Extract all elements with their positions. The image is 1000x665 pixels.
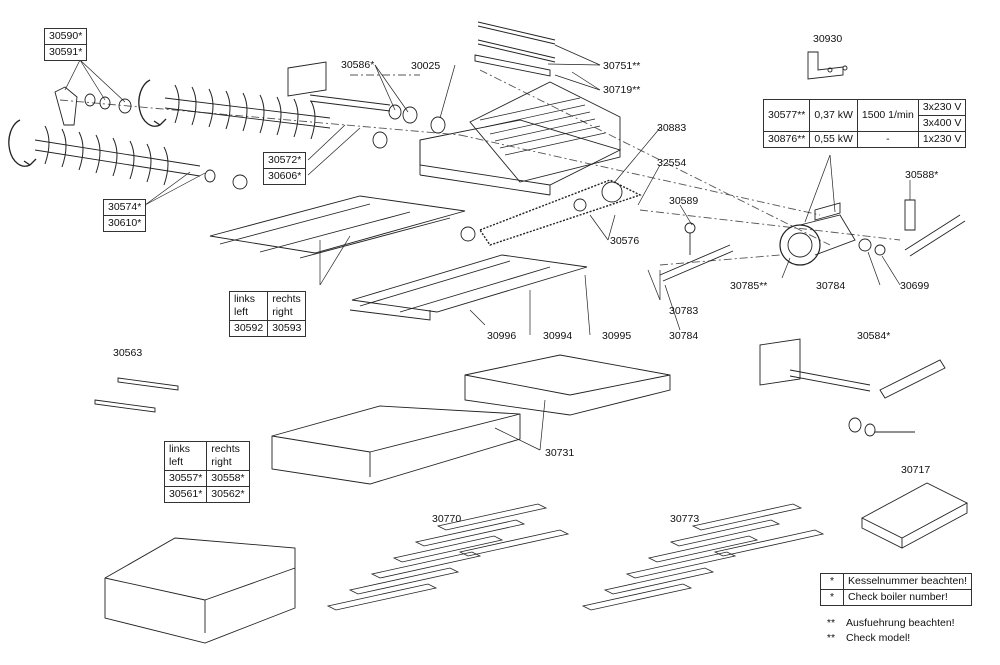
part-30557: 30557* bbox=[163, 470, 208, 487]
rods-30563 bbox=[94, 377, 179, 413]
part-label-30586: 30586* bbox=[341, 59, 375, 71]
auger-upper bbox=[138, 79, 331, 140]
fin-grates-30770 bbox=[326, 503, 570, 611]
frame-30717 bbox=[861, 482, 968, 549]
part-label-30770: 30770 bbox=[432, 513, 462, 525]
motor-bracket bbox=[807, 51, 848, 80]
right-linkages bbox=[659, 199, 966, 282]
part-label-30584: 30584* bbox=[857, 330, 891, 342]
part-label-32554: 32554 bbox=[657, 157, 687, 169]
part-label-30784: 30784 bbox=[669, 330, 699, 342]
motor-speed-2: - bbox=[856, 131, 919, 148]
insulation-boards bbox=[271, 354, 671, 485]
part-label-30563: 30563 bbox=[113, 347, 143, 359]
motor-part-30577: 30577** bbox=[762, 99, 811, 132]
legend-symbol-3: ** bbox=[826, 617, 836, 629]
part-label-30751: 30751** bbox=[603, 60, 641, 72]
motor-voltage-1b: 3x400 V bbox=[917, 115, 967, 132]
part-label-30699: 30699 bbox=[900, 280, 930, 292]
part-label-30717: 30717 bbox=[901, 464, 931, 476]
part-label-30588: 30588* bbox=[905, 169, 939, 181]
part-30593: 30593 bbox=[267, 320, 307, 337]
assembly-axis-lines bbox=[59, 69, 901, 266]
legend-notes: ** Ausfuehrung beachten! ** Check model! bbox=[820, 616, 959, 646]
part-30572: 30572* bbox=[262, 152, 307, 169]
part-label-30589: 30589 bbox=[669, 195, 699, 207]
part-label-30719: 30719** bbox=[603, 84, 641, 96]
part-label-30930: 30930 bbox=[813, 33, 843, 45]
hopper-housing bbox=[419, 81, 622, 196]
ash-hopper bbox=[104, 537, 296, 644]
parts-box-30572: 30572* 30606* bbox=[262, 152, 307, 185]
motor-voltage-2: 1x230 V bbox=[917, 131, 967, 148]
gear-motor bbox=[779, 202, 856, 266]
part-30574: 30574* bbox=[102, 199, 147, 216]
part-label-30025: 30025 bbox=[411, 60, 441, 72]
part-label-30784-motor: 30784 bbox=[816, 280, 846, 292]
part-label-30883: 30883 bbox=[657, 122, 687, 134]
legend-symbol-1: * bbox=[820, 573, 844, 590]
drive-shaft bbox=[287, 61, 446, 149]
motor-voltage-1a: 3x230 V bbox=[917, 99, 967, 116]
part-30561: 30561* bbox=[163, 486, 208, 503]
part-label-30994: 30994 bbox=[543, 330, 573, 342]
motor-part-30876: 30876** bbox=[762, 131, 811, 148]
part-label-30783: 30783 bbox=[669, 305, 699, 317]
leader-lines bbox=[64, 44, 911, 451]
chain-drive bbox=[460, 179, 642, 246]
part-label-30785: 30785** bbox=[730, 280, 768, 292]
legend-text-2: Check boiler number! bbox=[842, 589, 973, 606]
legend-box: * Kesselnummer beachten! * Check boiler … bbox=[820, 573, 973, 606]
assembly-30584 bbox=[759, 338, 946, 437]
legend-text-3: Ausfuehrung beachten! bbox=[846, 617, 955, 629]
legend-text-1: Kesselnummer beachten! bbox=[842, 573, 973, 590]
grate-frames bbox=[209, 195, 588, 321]
part-30558: 30558* bbox=[206, 470, 250, 487]
part-30591: 30591* bbox=[43, 44, 88, 61]
legend-text-4: Check model! bbox=[846, 632, 911, 644]
legend-symbol-4: ** bbox=[826, 632, 836, 644]
part-label-30576: 30576 bbox=[610, 235, 640, 247]
parts-box-crank: 30590* 30591* bbox=[43, 28, 88, 61]
part-label-30996: 30996 bbox=[487, 330, 517, 342]
part-label-30995: 30995 bbox=[602, 330, 632, 342]
motor-power-1: 0,37 kW bbox=[809, 99, 858, 132]
part-30606: 30606* bbox=[262, 168, 307, 185]
part-30592: 30592 bbox=[228, 320, 269, 337]
motor-power-2: 0,55 kW bbox=[809, 131, 858, 148]
fin-grates-30773 bbox=[581, 503, 825, 611]
legend-symbol-2: * bbox=[820, 589, 844, 606]
parts-box-30574: 30574* 30610* bbox=[102, 199, 147, 232]
motor-spec-table: 30577** 0,37 kW 1500 1/min 3x230 V 3x400… bbox=[762, 99, 967, 148]
part-label-30731: 30731 bbox=[545, 447, 575, 459]
crank-handle bbox=[54, 86, 132, 126]
part-label-30773: 30773 bbox=[670, 513, 700, 525]
part-30590: 30590* bbox=[43, 28, 88, 45]
motor-speed-1: 1500 1/min bbox=[856, 99, 919, 132]
part-30562: 30562* bbox=[206, 486, 250, 503]
auger-lower bbox=[8, 119, 248, 190]
guide-rods bbox=[474, 21, 556, 77]
part-30610: 30610* bbox=[102, 215, 147, 232]
